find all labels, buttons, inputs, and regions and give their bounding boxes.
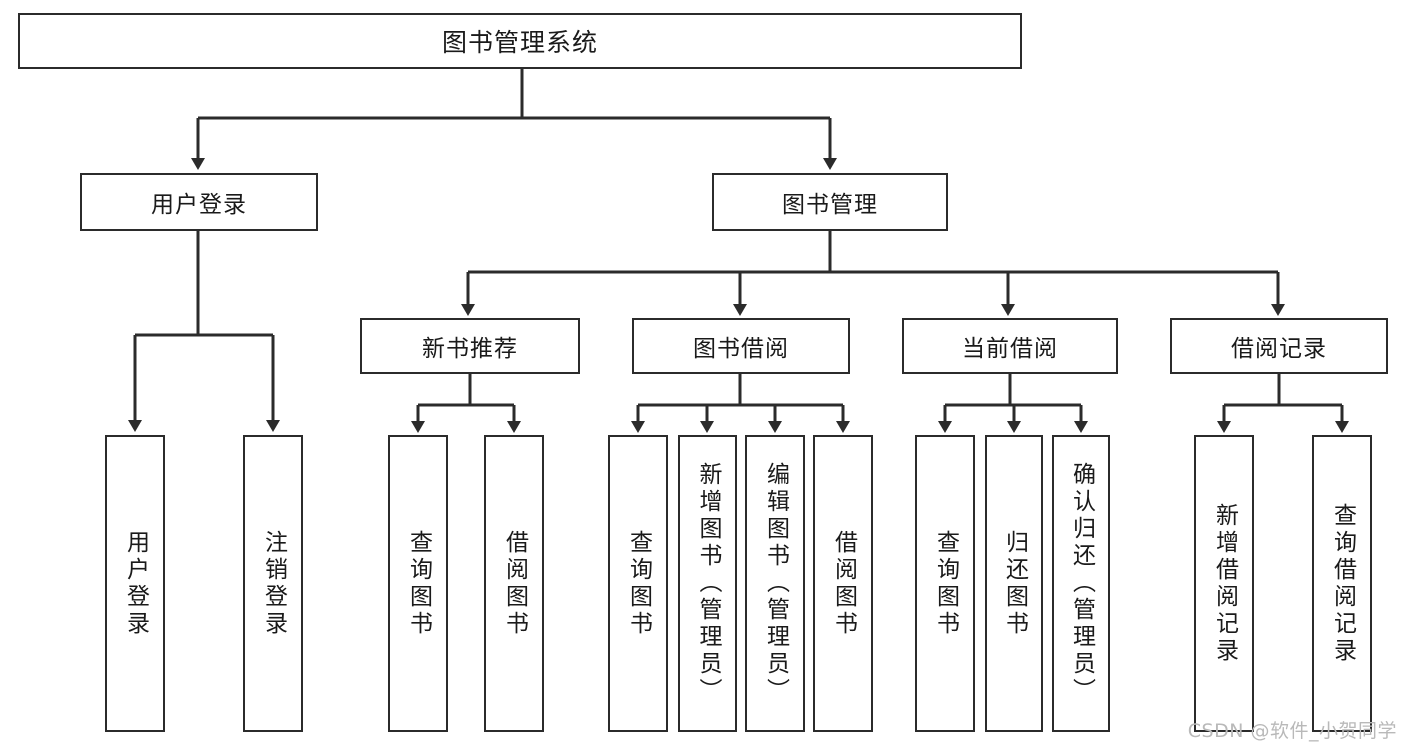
node-book-management[interactable]: 图书管理 [712, 173, 948, 231]
node-new-book-recommend[interactable]: 新书推荐 [360, 318, 580, 374]
leaf-node-label: 编辑图书（管理员） [762, 462, 789, 705]
leaf-node[interactable]: 用户登录 [105, 435, 165, 732]
leaf-node[interactable]: 查询图书 [608, 435, 668, 732]
leaf-node[interactable]: 新增借阅记录 [1194, 435, 1254, 732]
leaf-node[interactable]: 查询借阅记录 [1312, 435, 1372, 732]
leaf-node-label: 用户登录 [122, 529, 149, 638]
leaf-node-label: 借阅图书 [501, 529, 528, 638]
leaf-node[interactable]: 查询图书 [915, 435, 975, 732]
node-borrow-record[interactable]: 借阅记录 [1170, 318, 1388, 374]
node-current-borrow[interactable]: 当前借阅 [902, 318, 1118, 374]
leaf-node[interactable]: 确认归还（管理员） [1052, 435, 1110, 732]
leaf-node[interactable]: 查询图书 [388, 435, 448, 732]
leaf-node[interactable]: 新增图书（管理员） [678, 435, 737, 732]
leaf-node-label: 新增借阅记录 [1211, 502, 1238, 665]
node-root[interactable]: 图书管理系统 [18, 13, 1022, 69]
node-root-label: 图书管理系统 [441, 28, 598, 57]
leaf-node-label: 查询图书 [932, 529, 959, 638]
leaf-node[interactable]: 注销登录 [243, 435, 303, 732]
leaf-node[interactable]: 归还图书 [985, 435, 1043, 732]
leaf-node[interactable]: 编辑图书（管理员） [745, 435, 805, 732]
leaf-node[interactable]: 借阅图书 [484, 435, 544, 732]
node-borrow-record-label: 借阅记录 [1231, 336, 1327, 362]
leaf-node-label: 归还图书 [1001, 529, 1028, 638]
leaf-node-label: 确认归还（管理员） [1068, 462, 1095, 705]
node-user-login[interactable]: 用户登录 [80, 173, 318, 231]
csdn-watermark: CSDN @软件_小贺同学 [1187, 720, 1397, 742]
node-book-borrow-label: 图书借阅 [693, 336, 789, 362]
node-user-login-label: 用户登录 [151, 192, 247, 218]
leaf-node-label: 注销登录 [260, 529, 287, 638]
node-book-borrow[interactable]: 图书借阅 [632, 318, 850, 374]
node-new-book-recommend-label: 新书推荐 [422, 336, 518, 362]
node-current-borrow-label: 当前借阅 [962, 336, 1058, 362]
leaf-node-label: 查询图书 [625, 529, 652, 638]
leaf-node-label: 查询借阅记录 [1329, 502, 1356, 665]
leaf-node-label: 查询图书 [405, 529, 432, 638]
leaf-node-label: 借阅图书 [830, 529, 857, 638]
leaf-node[interactable]: 借阅图书 [813, 435, 873, 732]
leaf-node-label: 新增图书（管理员） [695, 462, 721, 705]
node-book-management-label: 图书管理 [782, 192, 878, 218]
